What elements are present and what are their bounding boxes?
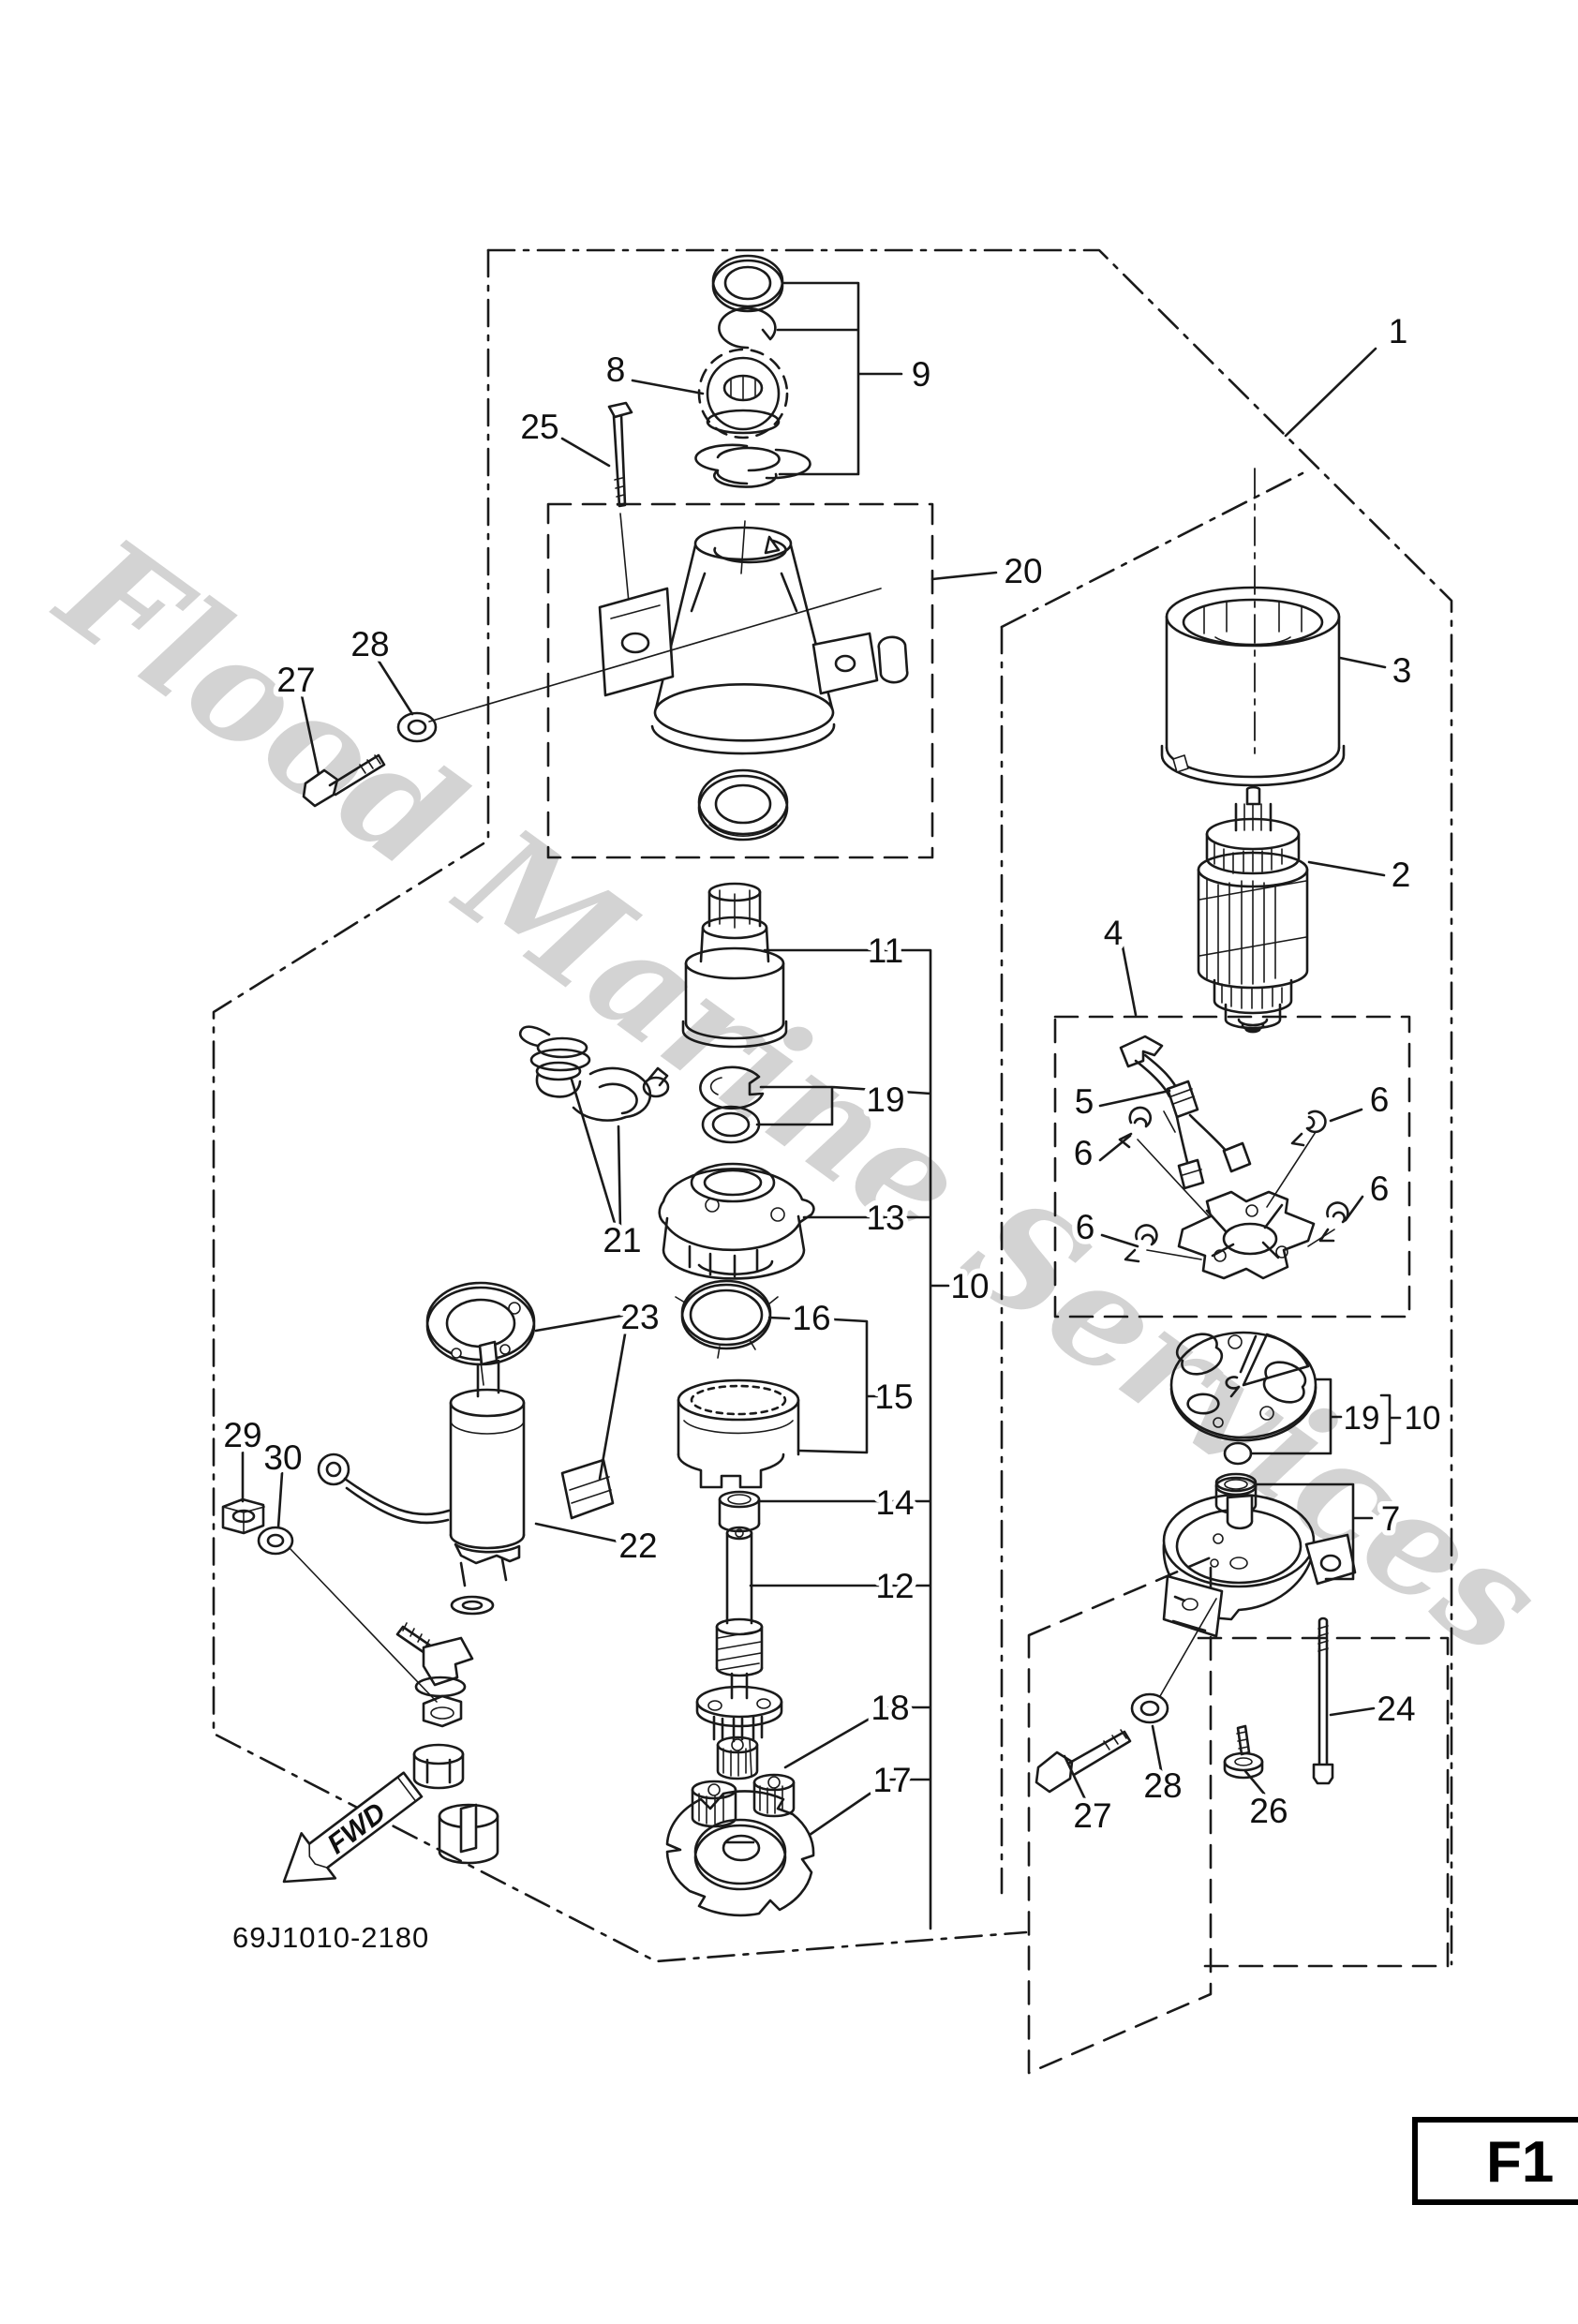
callout-28-upper: 28 [350, 625, 389, 663]
drive-bushing [718, 1490, 761, 1533]
callout-21: 21 [603, 1221, 641, 1259]
callout-16: 16 [792, 1299, 830, 1337]
drive-housing [658, 1162, 815, 1280]
plate-seal [1223, 1441, 1253, 1466]
pinion-stopper-set [711, 254, 784, 350]
terminal-nut [221, 1497, 265, 1535]
callout-20: 20 [1004, 552, 1042, 590]
callout-27-lower: 27 [1073, 1796, 1111, 1835]
callout-19-mid: 19 [866, 1080, 904, 1119]
armature [1197, 785, 1309, 1034]
front-bracket [598, 526, 909, 755]
terminal-washer [257, 1526, 294, 1556]
cap-screw [1223, 1724, 1264, 1780]
callout-4: 4 [1104, 914, 1124, 952]
callout-6a: 6 [1370, 1080, 1390, 1119]
brush-plate [1169, 1331, 1317, 1442]
planet-gears [691, 1736, 796, 1828]
page-label: F1 [1486, 2130, 1554, 2195]
rear-end-cap [1162, 1493, 1357, 1638]
callout-29: 29 [223, 1416, 261, 1454]
starter-yoke [1160, 586, 1346, 787]
assembly-boundary-lines [212, 248, 1453, 2075]
drawing-code: 69J1010-2180 [232, 1921, 429, 1954]
solenoid-rubber-mount [560, 1458, 615, 1520]
callout-30: 30 [263, 1438, 302, 1477]
callout-10-mid: 10 [950, 1267, 989, 1305]
callout-3: 3 [1392, 651, 1412, 690]
lock-gasket [675, 1279, 779, 1359]
callout-13: 13 [866, 1199, 904, 1237]
bolt-group-box [1027, 1556, 1213, 2075]
mount-washer-upper [396, 711, 438, 743]
clutch-drum [677, 1378, 800, 1489]
rear-bushing [1214, 1472, 1258, 1515]
callout-6b: 6 [1074, 1134, 1094, 1172]
solenoid-lead-wire [317, 1452, 451, 1525]
terminal-stud-set [395, 1622, 499, 1865]
solenoid [449, 1340, 526, 1616]
callout-2: 2 [1392, 856, 1411, 894]
callout-19-right: 19 [1344, 1400, 1380, 1437]
brush-holder-base [1177, 1190, 1316, 1280]
mount-washer-lower [1130, 1692, 1169, 1724]
pinion-spring [694, 443, 811, 488]
internal-gear-plate [665, 1790, 815, 1917]
callout-15: 15 [874, 1378, 913, 1416]
callout-22: 22 [618, 1527, 657, 1565]
through-bolt [1312, 1616, 1334, 1785]
leader-lines [241, 347, 1402, 1801]
callout-5: 5 [1075, 1082, 1094, 1121]
pinion-gear [697, 348, 789, 439]
callout-6c: 6 [1076, 1208, 1095, 1246]
callout-12: 12 [875, 1567, 914, 1605]
pinion-bolt [607, 401, 633, 623]
shift-lever [518, 1025, 670, 1122]
drive-shaft [695, 1526, 783, 1743]
brush-springs [1118, 1106, 1349, 1263]
callout-9: 9 [912, 355, 931, 394]
callout-17: 17 [872, 1761, 911, 1799]
callout-28-lower: 28 [1143, 1766, 1182, 1805]
callout-8: 8 [606, 350, 626, 389]
page-label-box: F1 [1412, 2117, 1578, 2205]
mount-bolt-upper [302, 753, 386, 808]
drive-pinion-assy [681, 882, 788, 1049]
callout-24: 24 [1377, 1690, 1415, 1728]
callout-27-upper: 27 [276, 661, 315, 699]
e-ring [699, 1065, 765, 1110]
callout-7: 7 [1381, 1499, 1401, 1538]
front-bracket-group-box [546, 502, 934, 859]
callout-18: 18 [871, 1689, 909, 1727]
callout-6d: 6 [1370, 1169, 1390, 1208]
solenoid-mount-plate [425, 1281, 536, 1386]
mount-bolt-lower [1035, 1729, 1132, 1794]
front-bearing [697, 768, 789, 842]
callout-1: 1 [1389, 312, 1408, 350]
callout-25: 25 [520, 408, 558, 446]
brush-lead-assy [1119, 1035, 1252, 1190]
callout-23: 23 [620, 1298, 659, 1336]
callout-26: 26 [1249, 1792, 1288, 1830]
callout-14: 14 [875, 1483, 914, 1522]
callout-11: 11 [868, 931, 903, 970]
callout-10-right: 10 [1405, 1400, 1441, 1437]
